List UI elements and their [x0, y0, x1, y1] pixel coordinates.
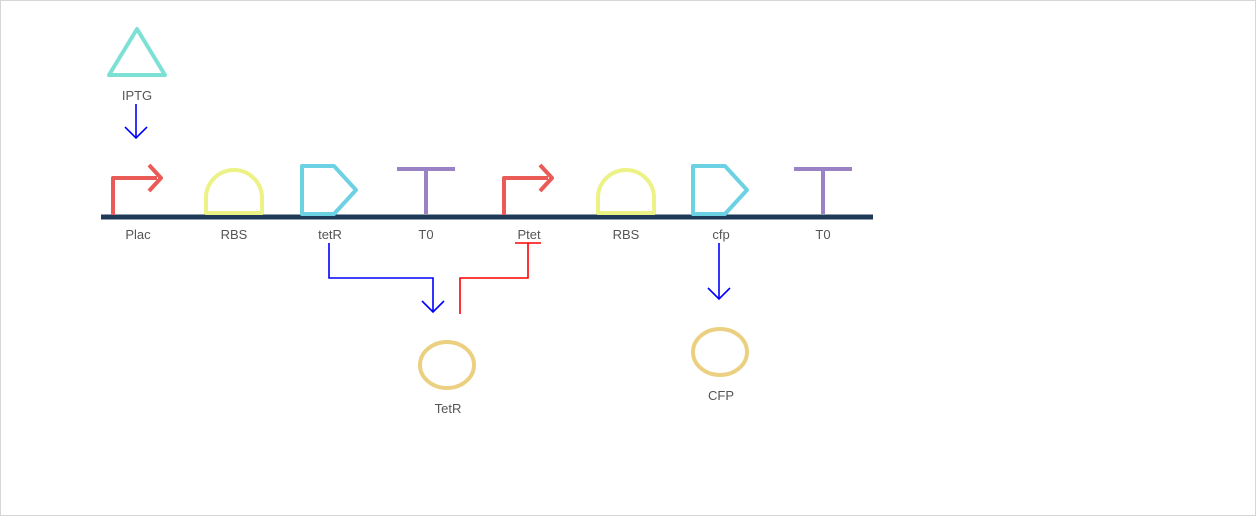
part-label-cfp: cfp [712, 227, 729, 242]
activation-arrow-tetr-protein [328, 243, 445, 314]
repression-arrow-tetr-ptet [459, 242, 541, 314]
cds-cfp-icon[interactable] [691, 164, 749, 216]
inducer-label: IPTG [122, 88, 152, 103]
rbs-icon[interactable] [596, 168, 656, 215]
promoter-plac-icon[interactable] [111, 163, 163, 215]
terminator-icon[interactable] [794, 167, 852, 214]
protein-label-tetr: TetR [435, 401, 462, 416]
part-label-t0: T0 [418, 227, 433, 242]
part-label-ptet: Ptet [517, 227, 541, 242]
promoter-ptet-icon[interactable] [502, 163, 554, 215]
part-label-rbs: RBS [613, 227, 640, 242]
part-label-plac: Plac [125, 227, 151, 242]
part-label-tetr: tetR [318, 227, 342, 242]
protein-label-cfp: CFP [708, 388, 734, 403]
activation-arrow-iptg-plac [124, 104, 148, 140]
rbs-icon[interactable] [204, 168, 264, 215]
part-label-rbs: RBS [221, 227, 248, 242]
cds-tetr-icon[interactable] [300, 164, 358, 216]
protein-cfp-icon[interactable] [691, 327, 749, 377]
protein-tetr-icon[interactable] [418, 340, 476, 390]
activation-arrow-cfp-protein [707, 243, 731, 301]
terminator-icon[interactable] [397, 167, 455, 214]
part-label-t0: T0 [815, 227, 830, 242]
iptg-triangle-icon[interactable] [107, 27, 167, 77]
